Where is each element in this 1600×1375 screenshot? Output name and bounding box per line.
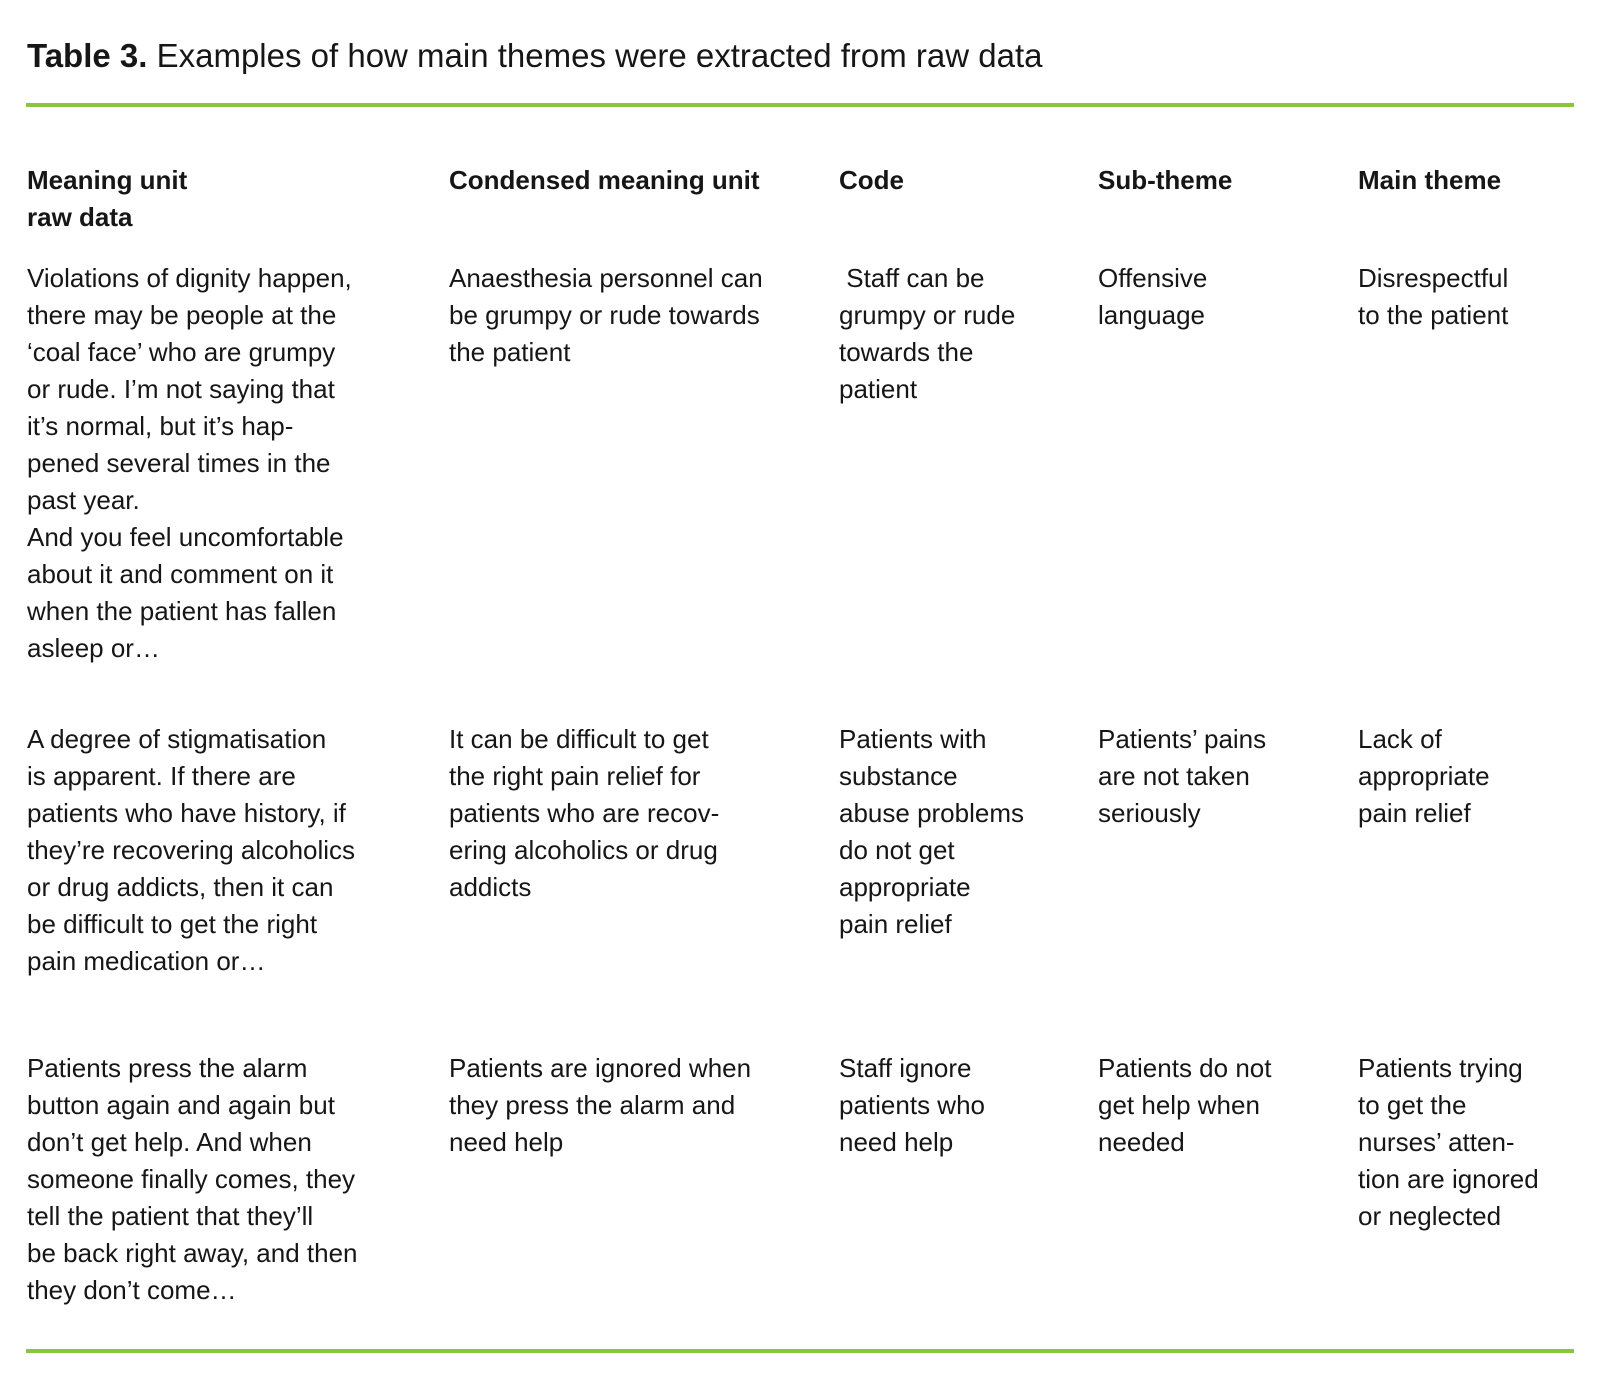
table-cell-row3-sub-theme: Patients do not get help when needed bbox=[1098, 1053, 1272, 1157]
top-rule bbox=[26, 103, 1574, 107]
table-caption-number: Table 3. bbox=[27, 37, 148, 74]
table-cell-row2-meaning-unit: A degree of stigmatisation is apparent. … bbox=[27, 724, 356, 976]
column-header-code: Code bbox=[839, 165, 904, 195]
table-cell-row1-main-theme: Disrespectful to the patient bbox=[1358, 263, 1509, 330]
table-cell-row3-meaning-unit: Patients press the alarm button again an… bbox=[27, 1053, 358, 1305]
column-header-condensed-meaning-unit: Condensed meaning unit bbox=[449, 165, 760, 195]
table-cell-row1-condensed-meaning-unit: Anaesthesia personnel can be grumpy or r… bbox=[449, 263, 763, 367]
bottom-rule bbox=[26, 1349, 1574, 1353]
table-cell-row1-code: Staff can be grumpy or rude towards the … bbox=[839, 263, 1016, 404]
table-caption-text: Examples of how main themes were extract… bbox=[147, 37, 1043, 74]
table-cell-row3-code: Staff ignore patients who need help bbox=[839, 1053, 985, 1157]
column-header-sub-theme: Sub-theme bbox=[1098, 165, 1233, 195]
table-cell-row2-condensed-meaning-unit: It can be difficult to get the right pai… bbox=[449, 724, 720, 902]
table-cell-row2-sub-theme: Patients’ pains are not taken seriously bbox=[1098, 724, 1267, 828]
table-caption: Table 3. Examples of how main themes wer… bbox=[27, 34, 1042, 78]
table-cell-row2-code: Patients with substance abuse problems d… bbox=[839, 724, 1024, 939]
table-cell-row2-main-theme: Lack of appropriate pain relief bbox=[1358, 724, 1490, 828]
table-cell-row1-meaning-unit: Violations of dignity happen, there may … bbox=[27, 263, 352, 663]
column-header-main-theme: Main theme bbox=[1358, 165, 1502, 195]
table-cell-row1-sub-theme: Offensive language bbox=[1098, 263, 1208, 330]
table-cell-row3-main-theme: Patients trying to get the nurses’ atten… bbox=[1358, 1053, 1539, 1231]
column-header-meaning-unit: Meaning unit raw data bbox=[27, 165, 188, 232]
table-cell-row3-condensed-meaning-unit: Patients are ignored when they press the… bbox=[449, 1053, 752, 1157]
